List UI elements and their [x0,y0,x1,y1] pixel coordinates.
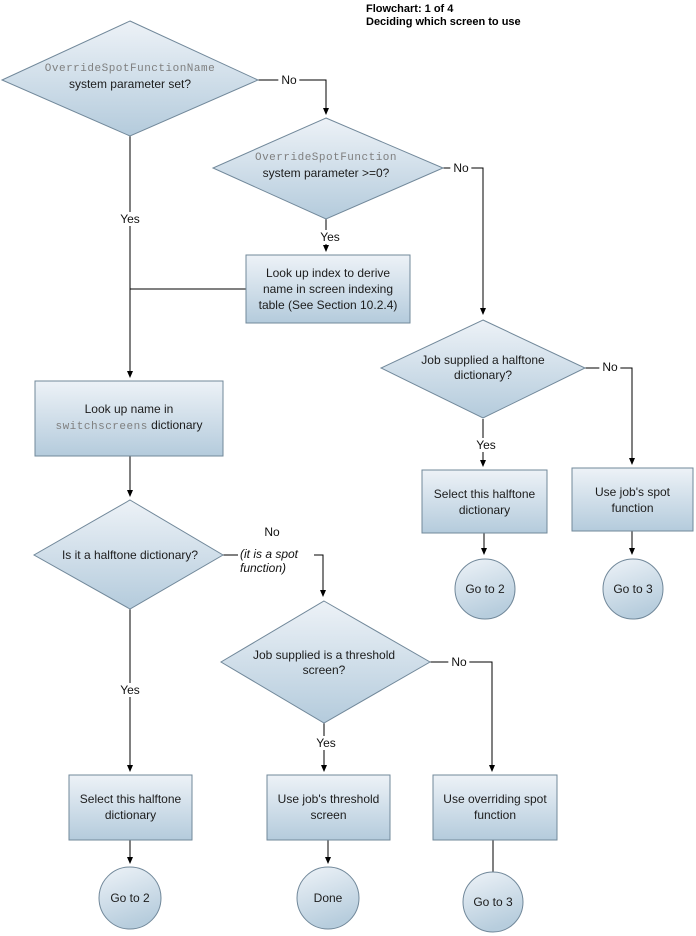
terminal-goto2-bottom-circle [98,866,162,930]
process-use-overriding-spot-box [432,774,558,841]
edge-d2-no-line [443,167,486,315]
d2-code-text: OverrideSpotFunction [254,152,398,164]
decision-override-spot-function-name-label: OverrideSpotFunctionName system paramete… [10,62,250,92]
decision-job-supplied-halftone-label: Job supplied a halftone dictionary? [421,353,545,382]
terminal-done-label: Done [313,891,343,905]
edge-label-d2-no: No [450,161,472,175]
edge-label-d4-yes: Yes [117,683,143,697]
lookup-name-code: switchscreens [55,421,148,433]
edge-label-d5-no: No [448,655,470,669]
edge-d5-no-line [430,661,495,772]
process-use-jobs-spot-label: Use job's spot function [595,485,670,515]
decision-is-halftone-dictionary [32,499,224,610]
terminal-goto3-mid-label: Go to 3 [613,582,653,596]
edge-label-d3-yes: Yes [473,438,499,452]
edge-label-d5-yes: Yes [313,736,339,750]
decision-job-supplied-halftone [379,319,587,419]
edge-label-d4-no: No [261,525,283,539]
process-lookup-name-box [34,380,224,457]
edge-label-d4-no-note: (it is a spot function) [238,546,314,576]
decision-job-supplied-threshold-label: Job supplied is a threshold screen? [252,648,396,677]
process-select-halftone-bottom-box [68,774,193,841]
terminal-goto2-mid-label: Go to 2 [465,582,505,596]
process-lookup-name-label: Look up name in switchscreens dictionary [40,401,218,435]
process-select-halftone-bottom-label: Select this halftone dictionary [79,792,182,822]
terminal-goto2-mid-circle [454,558,516,620]
terminal-goto3-mid-circle [602,558,664,620]
page-title-line2: Deciding which screen to use [366,16,521,28]
connector-lines [127,79,635,872]
process-use-jobs-spot-box [571,467,694,532]
terminal-done-circle [296,866,360,930]
edge-d3-no-line [585,367,635,465]
edge-label-d3-no: No [599,360,621,374]
d2-question-text: system parameter >=0? [262,166,390,180]
process-select-halftone-mid-label: Select this halftone dictionary [433,487,536,517]
edge-label-d2-yes: Yes [317,230,343,244]
decision-override-spot-function-name [0,20,260,137]
lookup-name-line1: Look up name in [84,402,174,416]
lookup-name-line2: switchscreens dictionary [40,417,218,435]
d1-question-text: system parameter set? [68,77,192,91]
edge-label-d1-yes: Yes [117,212,143,226]
terminal-goto3-bottom-label: Go to 3 [473,895,513,909]
process-lookup-index-box [245,254,411,324]
decision-job-supplied-threshold [220,600,432,724]
edge-label-d1-no: No [278,73,300,87]
process-use-jobs-threshold-label: Use job's threshold screen [277,792,380,822]
lookup-name-suffix: dictionary [151,418,203,432]
process-select-halftone-mid-box [421,469,548,534]
process-use-jobs-threshold-box [266,774,391,841]
page-title-line1: Flowchart: 1 of 4 [366,3,454,15]
process-use-overriding-spot-label: Use overriding spot function [443,792,547,822]
decision-override-spot-function-label: OverrideSpotFunction system parameter >=… [221,151,431,181]
decision-is-halftone-dictionary-label: Is it a halftone dictionary? [61,548,199,562]
terminal-goto3-bottom-circle [462,871,524,933]
decision-override-spot-function [211,117,445,220]
terminal-goto2-bottom-label: Go to 2 [110,891,150,905]
d1-code-text: OverrideSpotFunctionName [44,63,216,75]
process-lookup-index-label: Look up index to derive name in screen i… [258,266,398,312]
